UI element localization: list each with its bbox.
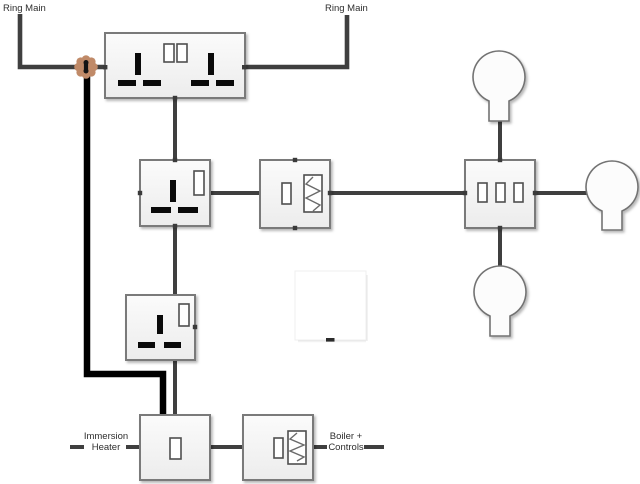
- twin-socket-rocker-right: [176, 43, 188, 63]
- socket2-pin-live: [151, 207, 171, 213]
- fcu1-rocker: [281, 182, 292, 205]
- spur-cable: [83, 70, 167, 416]
- socket-pin-neutral-right: [216, 80, 234, 86]
- single-switched-socket-upper: [139, 159, 211, 227]
- immersion-switch-rocker: [169, 437, 182, 460]
- twin-socket-rocker-left: [163, 43, 175, 63]
- twin-switched-socket: [104, 32, 246, 99]
- boiler-controls-label: Boiler + Controls: [318, 431, 374, 453]
- ghost-shape: [294, 270, 368, 343]
- socket-pin-live-right: [191, 80, 209, 86]
- fcu1-fuse-holder: [303, 174, 323, 213]
- immersion-heater-label-line1: Immersion: [83, 431, 129, 442]
- spur-junction-marker: [74, 55, 98, 79]
- socket-pin-live-left: [118, 80, 136, 86]
- ring-main-right-wire: [244, 15, 350, 70]
- ring-main-right-label: Ring Main: [325, 3, 368, 14]
- fcu2-fuse-element: [288, 432, 306, 462]
- boiler-controls-label-line2: Controls: [328, 442, 364, 453]
- socket-pin-earth-right: [208, 53, 214, 75]
- socket-pin-neutral-left: [143, 80, 161, 86]
- ghost-connection-dot: [326, 338, 335, 342]
- socket-pin-earth-left: [135, 53, 141, 75]
- fcu1-fuse-element: [304, 176, 322, 212]
- boiler-controls-label-line1: Boiler +: [329, 431, 363, 442]
- socket3-pin-neutral: [164, 342, 181, 348]
- ring-main-left-label: Ring Main: [3, 3, 46, 14]
- socket3-pin-earth: [157, 315, 163, 334]
- socket2-pin-earth: [170, 180, 176, 202]
- light-bulb-right: [585, 160, 639, 231]
- immersion-heater-switch: [139, 414, 211, 481]
- immersion-heater-label: Immersion Heater: [78, 431, 134, 453]
- ghost-shadow-right: [366, 275, 368, 341]
- light-bulb-top: [472, 50, 526, 122]
- socket3-rocker: [178, 303, 190, 327]
- lightswitch-rocker-3: [513, 182, 524, 203]
- socket2-pin-neutral: [178, 207, 198, 213]
- three-gang-light-switch: [464, 159, 536, 229]
- socket2-rocker: [193, 170, 205, 196]
- lightswitch-rocker-2: [495, 182, 506, 203]
- single-switched-socket-lower: [125, 294, 196, 361]
- lightswitch-rocker-1: [477, 182, 488, 203]
- fused-connection-unit-lighting: [259, 159, 331, 229]
- ghost-box: [294, 270, 367, 341]
- immersion-heater-label-line2: Heater: [91, 442, 121, 453]
- light-bulb-bottom: [473, 265, 527, 337]
- socket3-pin-live: [138, 342, 155, 348]
- twin-socket-body: [104, 32, 246, 99]
- fused-connection-unit-boiler: [242, 414, 314, 481]
- fcu2-rocker: [273, 437, 284, 459]
- connection-points: [103, 65, 538, 330]
